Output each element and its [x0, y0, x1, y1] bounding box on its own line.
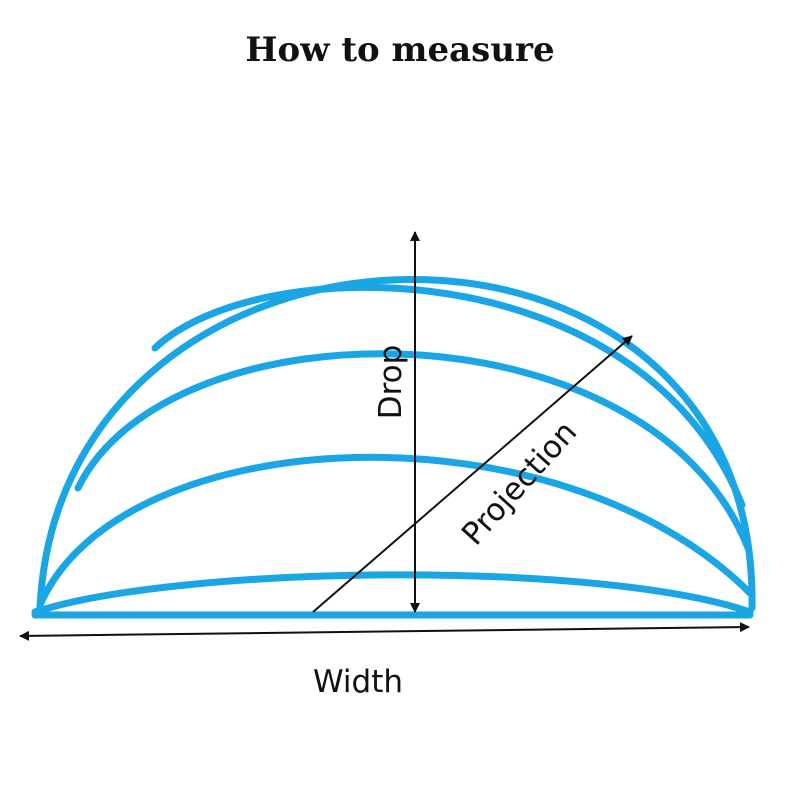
awning-arcs: [31, 276, 756, 619]
drop-label: Drop: [373, 345, 409, 420]
awning-arc-2: [36, 453, 756, 609]
projection-measure-line: [312, 335, 633, 613]
width-measure-line: [19, 622, 750, 641]
awning-arc-4: [151, 283, 746, 509]
diagram-title: How to measure: [245, 30, 555, 70]
awning-arc-1: [31, 571, 754, 616]
width-label: Width: [313, 664, 403, 700]
awning-arc-5: [36, 276, 756, 612]
